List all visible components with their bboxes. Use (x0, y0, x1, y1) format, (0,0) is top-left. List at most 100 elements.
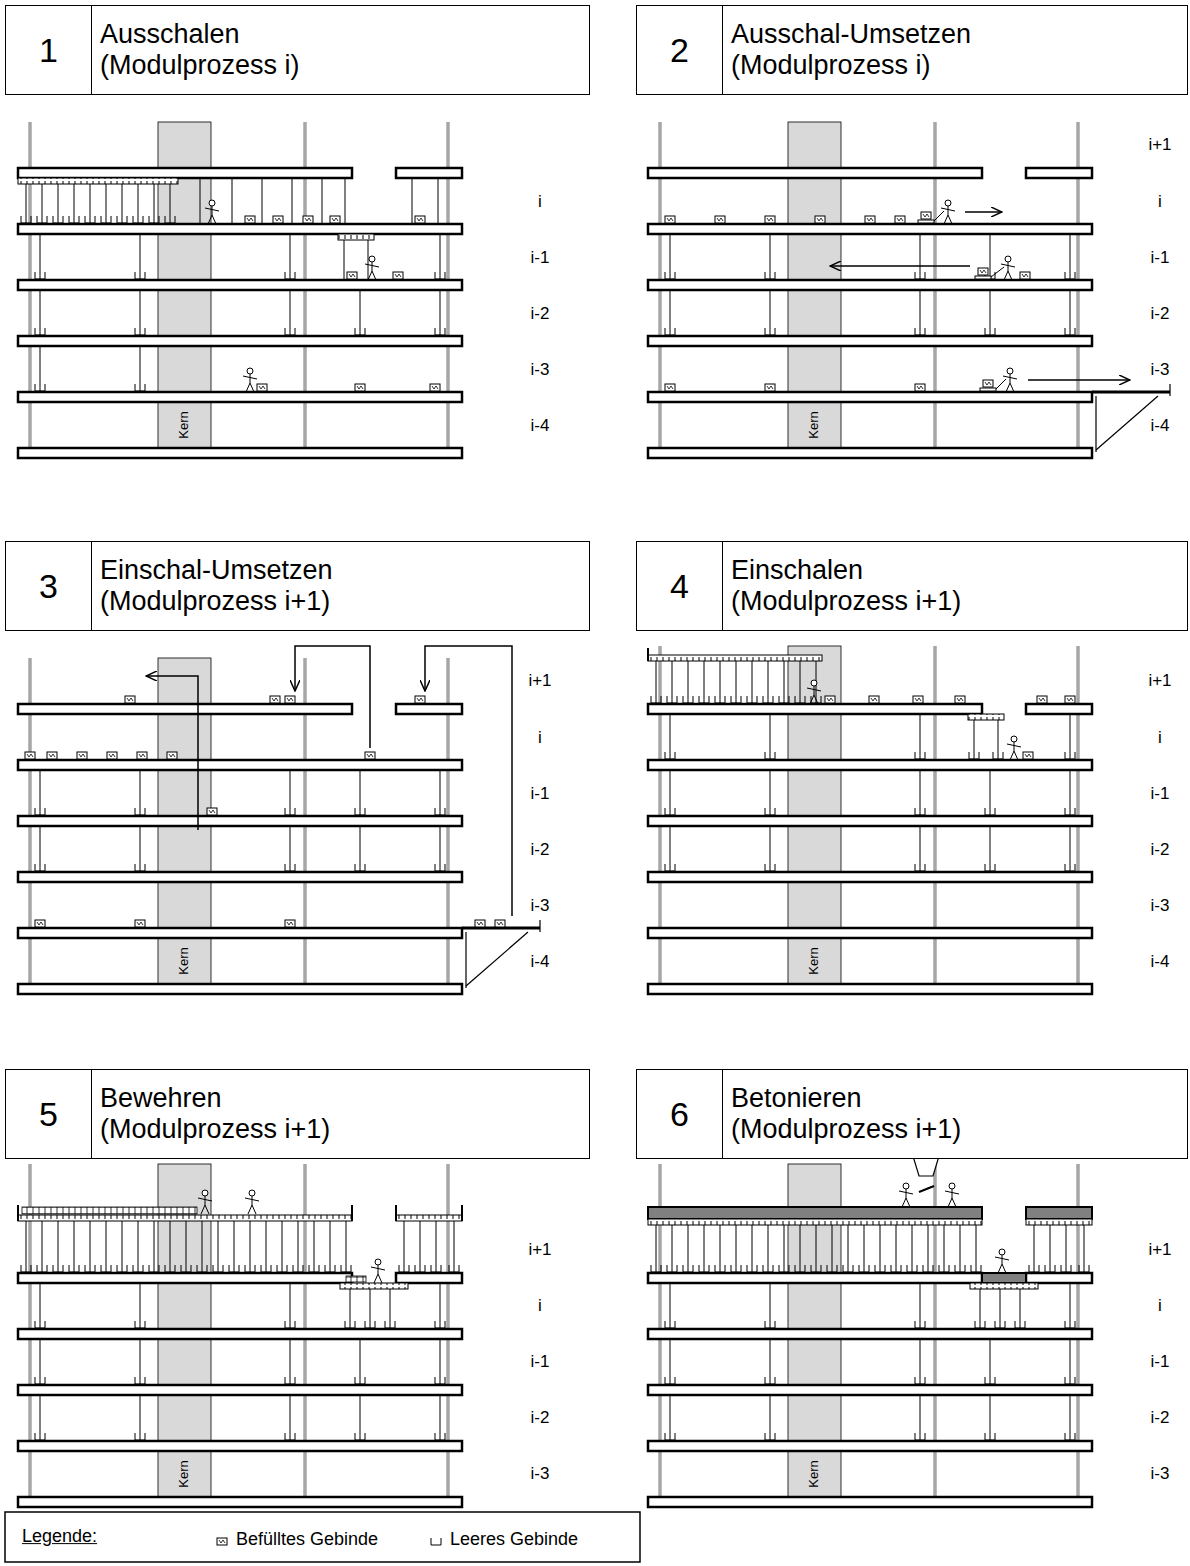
floor-label: i-4 (529, 953, 552, 972)
filled-container (1067, 698, 1073, 701)
floor-label: i-3 (1149, 897, 1172, 916)
filled-container (285, 920, 295, 927)
worker-figure (205, 1196, 206, 1205)
worker-figure (368, 271, 372, 280)
slab (648, 392, 1092, 402)
floor-label: i-3 (1149, 1465, 1172, 1484)
empty-container (229, 1265, 239, 1272)
empty-container (915, 1433, 925, 1440)
empty-container (117, 1265, 127, 1272)
empty-container (385, 1321, 395, 1328)
empty-container (969, 752, 979, 759)
empty-container (135, 328, 145, 335)
filled-container (217, 1538, 227, 1545)
empty-container (779, 1265, 789, 1272)
worker-figure (1010, 751, 1014, 760)
worker-figure (949, 1183, 955, 1189)
empty-container (915, 752, 925, 759)
floor-label: i+1 (1146, 1241, 1173, 1260)
shore-prop (40, 1283, 41, 1329)
shore-prop (770, 1395, 771, 1441)
step-header: 5Bewehren (Modulprozess i+1) (5, 1069, 590, 1159)
filled-container (367, 754, 373, 757)
empty-container (699, 1265, 709, 1272)
empty-container (355, 808, 365, 815)
empty-container (1079, 1265, 1089, 1272)
worker-figure (810, 695, 814, 704)
empty-container (779, 696, 789, 703)
shore-prop (974, 720, 975, 760)
shore-prop (770, 1283, 771, 1329)
empty-container (285, 1433, 295, 1440)
shore-prop (770, 1339, 771, 1385)
filled-container (247, 218, 253, 221)
filled-container (357, 386, 363, 389)
filled-container (347, 272, 357, 279)
filled-container (219, 1540, 225, 1543)
shore-prop (960, 1225, 961, 1273)
empty-container (355, 1433, 365, 1440)
shore-prop (40, 1339, 41, 1385)
shore-prop (688, 661, 689, 704)
core-label: Kern (807, 409, 821, 440)
formwork-edge (351, 1205, 353, 1221)
worker-figure (250, 374, 251, 383)
shore-prop (768, 1225, 769, 1273)
slab (18, 760, 462, 770)
worker-figure (1002, 1255, 1003, 1264)
shore-prop (140, 1395, 141, 1441)
shore-prop (920, 714, 921, 760)
shore-prop (26, 1221, 27, 1273)
empty-container (135, 864, 145, 871)
filled-container (355, 384, 365, 391)
worker-figure (1010, 383, 1014, 392)
worker-figure (371, 1267, 385, 1270)
panel-drawing (648, 646, 1092, 994)
filled-container (430, 384, 440, 391)
filled-container (37, 922, 43, 925)
slab (1026, 1273, 1092, 1283)
shore-prop (360, 290, 361, 336)
shore-prop (154, 184, 155, 224)
empty-container (1061, 1265, 1071, 1272)
shore-prop (704, 1225, 705, 1273)
filled-container (47, 752, 57, 759)
shore-prop (1070, 234, 1071, 280)
core-label: Kern (807, 945, 821, 976)
shore-prop (186, 1221, 187, 1273)
slab (1026, 168, 1092, 178)
slab (648, 760, 1092, 770)
filled-container (869, 696, 879, 703)
worker-figure (250, 383, 254, 392)
shore-prop (1000, 1289, 1001, 1329)
shore-prop (704, 661, 705, 704)
shore-prop (346, 1221, 347, 1273)
step-number: 2 (637, 6, 723, 94)
shore-prop (170, 1221, 171, 1273)
floor-label: i-3 (529, 361, 552, 380)
filled-container (139, 754, 145, 757)
core-label: Kern (177, 1458, 191, 1489)
legend-text: Leeres Gebinde (450, 1529, 578, 1550)
filled-container (270, 696, 280, 703)
shore-prop (360, 1395, 361, 1441)
filled-container (137, 752, 147, 759)
filled-container (915, 698, 921, 701)
worker-figure (252, 1205, 256, 1214)
shore-prop (672, 1225, 673, 1273)
shore-prop (800, 1225, 801, 1273)
reinforcement (346, 1276, 366, 1282)
empty-container (325, 1265, 335, 1272)
shore-prop (990, 826, 991, 872)
empty-container (165, 216, 175, 223)
worker-figure (998, 1264, 1002, 1273)
empty-container (1045, 1265, 1055, 1272)
shore-prop (360, 770, 361, 816)
shore-prop (74, 184, 75, 224)
slab (18, 224, 462, 234)
filled-container (349, 274, 355, 277)
empty-container (69, 1265, 79, 1272)
shore-prop (298, 1221, 299, 1273)
filled-container (287, 922, 293, 925)
empty-container (133, 1265, 143, 1272)
